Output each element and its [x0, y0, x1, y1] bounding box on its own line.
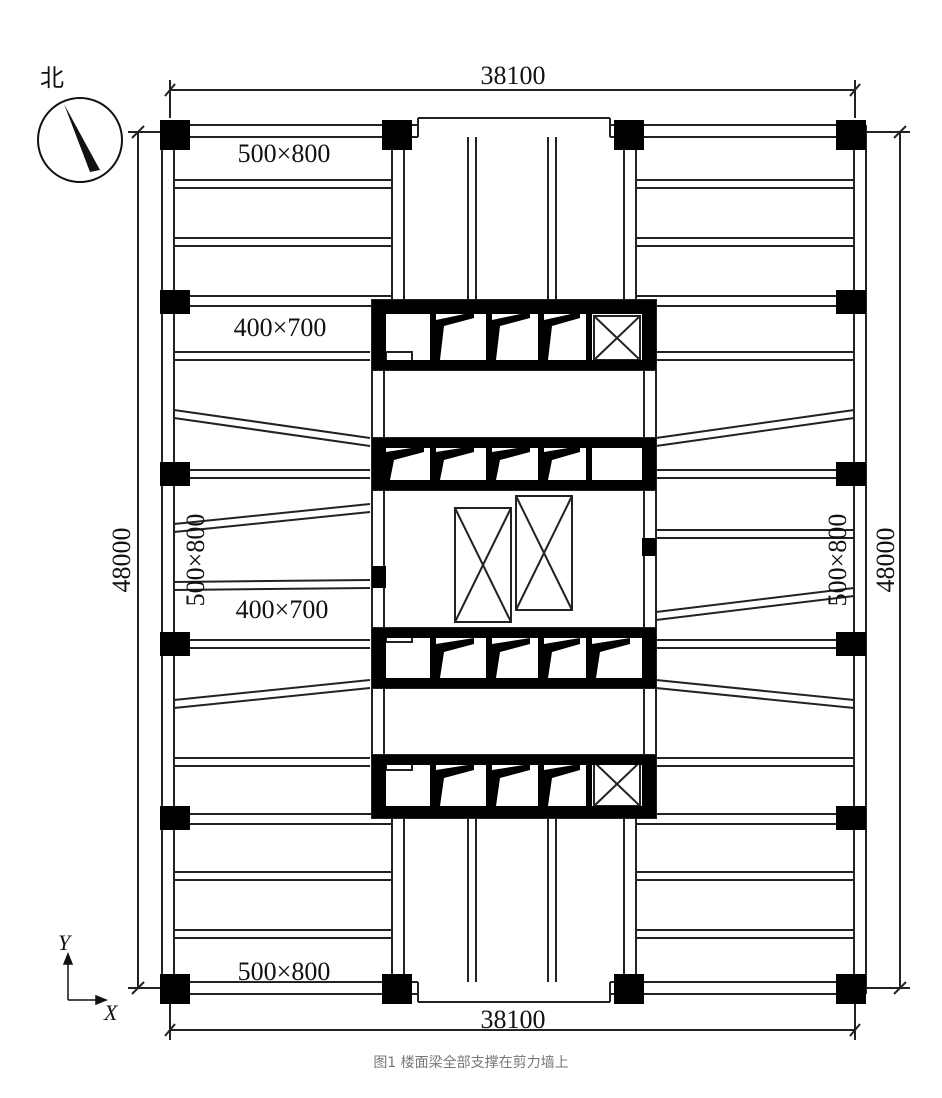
beam-label-top: 500×800 [238, 139, 331, 168]
secondary-beams-right [636, 179, 855, 939]
beam-label-left-edge: 500×800 [181, 514, 210, 607]
dim-right-height: 48000 [871, 528, 900, 593]
dimension-lines [128, 80, 910, 1040]
floor-plan-diagram: 北 38100 38100 48000 48000 500×800 400×70… [37, 61, 910, 1040]
perimeter-beams [161, 117, 867, 1003]
secondary-beams-upper-left [173, 179, 392, 939]
axis-x-label: X [103, 1000, 119, 1025]
dim-bottom-width: 38100 [481, 1005, 546, 1034]
compass-circle [37, 97, 123, 183]
core-outline [371, 299, 657, 819]
dim-left-height: 48000 [107, 528, 136, 593]
columns [160, 120, 866, 1004]
beam-label-lower-inner: 400×700 [236, 595, 329, 624]
beam-label-bottom: 500×800 [238, 957, 331, 986]
north-needle-icon [64, 104, 100, 172]
elevator-shafts [385, 301, 641, 819]
interior-column-lines [391, 137, 637, 982]
figure-caption: 图1 楼面梁全部支撑在剪力墙上 [373, 1055, 569, 1071]
beam-label-upper-inner: 400×700 [234, 313, 327, 342]
north-label: 北 [40, 64, 64, 92]
north-arrow: 北 [37, 64, 123, 183]
dim-top-width: 38100 [481, 61, 546, 90]
axis-indicator [62, 951, 109, 1006]
axis-y-label: Y [58, 930, 73, 955]
beam-label-right-edge: 500×800 [823, 514, 852, 607]
shear-walls [372, 300, 656, 818]
